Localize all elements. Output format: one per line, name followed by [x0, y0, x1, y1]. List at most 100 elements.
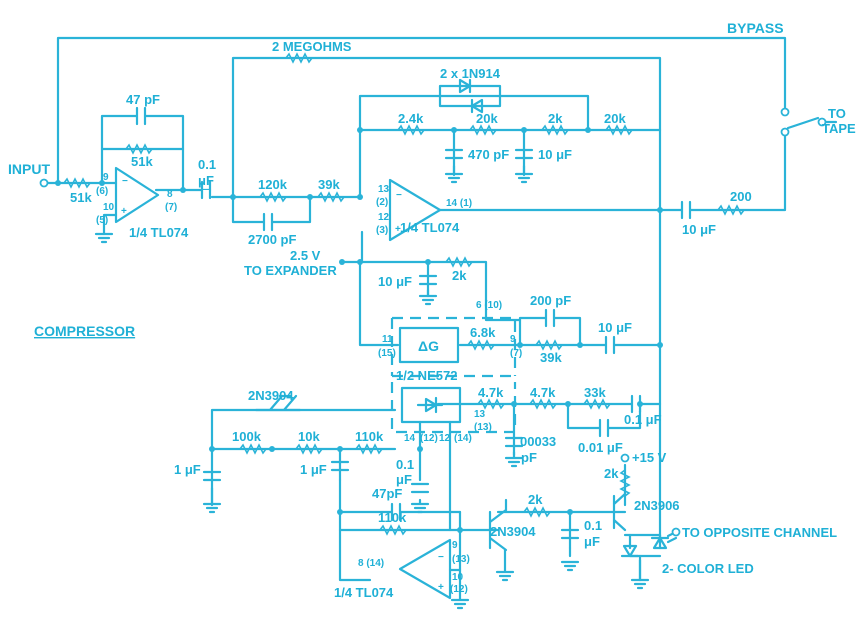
label-470pf: 470 pF	[468, 147, 509, 162]
capacitor-00033pf	[504, 436, 524, 448]
label-15v: +15 V	[632, 450, 667, 465]
resistor-2k-a	[541, 124, 569, 136]
capacitor-0-1uf-c	[410, 482, 430, 494]
label-2n3904-b: 2N3904	[490, 524, 536, 539]
label-bypass: BYPASS	[727, 20, 784, 36]
label-0-1uf-b: 0.1 μF	[624, 412, 662, 427]
pin-label: (6)	[96, 186, 108, 197]
label-ne572: 1/2 NE572	[396, 368, 457, 383]
resistor-4-7k-b	[529, 398, 557, 410]
svg-text:+: +	[438, 582, 444, 593]
label-0-1uf-d-2: μF	[584, 534, 600, 549]
label-2-color-led: 2- COLOR LED	[662, 561, 754, 576]
pin-label: 13	[474, 409, 486, 420]
label-to-tape-2: TAPE	[822, 121, 856, 136]
transistor-2n3906	[612, 492, 627, 532]
pin-numbers: 9 (6) 10 (5) 8 (7) 13 (2) 12 (3) 14 (1) …	[96, 172, 522, 595]
pin-label: 12	[439, 433, 451, 444]
pin-label: (15)	[378, 348, 396, 359]
resistor-110k-a	[355, 443, 383, 455]
label-0-1uf-c-1: 0.1	[396, 457, 414, 472]
ne572-box	[390, 316, 517, 434]
label-110k-a: 110k	[355, 429, 384, 444]
resistor-2-4k	[397, 124, 425, 136]
resistor-51k-fb	[125, 143, 153, 155]
label-110k-b: 110k	[378, 510, 407, 525]
resistor-10k	[295, 443, 323, 455]
label-51k-in: 51k	[70, 190, 92, 205]
label-2n3906: 2N3906	[634, 498, 680, 513]
label-10uf-c: 10 μF	[598, 320, 632, 335]
label-input: INPUT	[8, 161, 50, 177]
op-amp-2: − +	[388, 178, 442, 242]
capacitor-0-1uf-in	[200, 180, 212, 204]
diode-pair	[438, 78, 502, 114]
capacitor-0-1uf-d	[560, 528, 580, 540]
junction-dots	[55, 127, 663, 533]
label-tl074-1: 1/4 TL074	[129, 225, 189, 240]
pin-label: 8 (14)	[358, 558, 384, 569]
label-2-4k: 2.4k	[398, 111, 424, 126]
op-amp-3: − +	[398, 538, 452, 600]
label-00033-1: 00033	[520, 434, 556, 449]
label-0-1uf-c-2: μF	[396, 472, 412, 487]
capacitor-2700pf	[262, 212, 274, 232]
resistor-20k-b	[605, 124, 633, 136]
capacitor-470pf	[444, 148, 464, 160]
capacitors	[135, 106, 692, 540]
pin-label: 11	[382, 334, 393, 345]
capacitor-10uf-out	[680, 200, 692, 220]
pin-label: 10	[103, 202, 115, 213]
label-2k-d: 2k	[528, 492, 543, 507]
label-0-1uf-in-1: 0.1	[198, 157, 216, 172]
pin-label: (13)	[474, 422, 492, 433]
input-terminal	[39, 178, 49, 188]
label-4-7k-a: 4.7k	[478, 385, 504, 400]
label-10uf-a: 10 μF	[538, 147, 572, 162]
transistor-2n3904-b	[488, 498, 508, 552]
pin-label: (5)	[96, 215, 108, 226]
label-10uf-out: 10 μF	[682, 222, 716, 237]
pin-label: (7)	[165, 202, 177, 213]
label-0-01uf: 0.01 μF	[578, 440, 623, 455]
label-2k-c: 2k	[604, 466, 619, 481]
pin-label: 9	[510, 334, 516, 345]
terminal-opposite-channel	[671, 527, 681, 537]
label-20k-b: 20k	[604, 111, 626, 126]
resistor-39k-b	[535, 339, 563, 351]
label-6-8k: 6.8k	[470, 325, 496, 340]
resistor-120k	[259, 191, 287, 203]
resistor-51k-in	[63, 177, 91, 189]
label-diodes: 2 x 1N914	[440, 66, 501, 81]
resistor-20k-a	[469, 124, 497, 136]
pin-label: 9	[103, 172, 109, 183]
bypass-switch	[780, 107, 838, 137]
label-00033-2: pF	[521, 450, 537, 465]
capacitor-1uf-b	[330, 460, 350, 472]
resistor-2k-b	[445, 256, 473, 268]
label-33k: 33k	[584, 385, 606, 400]
resistor-33k	[583, 398, 611, 410]
pin-label: (13)	[452, 554, 470, 565]
two-color-led	[620, 530, 678, 582]
label-200: 200	[730, 189, 752, 204]
capacitor-200pf	[544, 308, 556, 328]
label-200pf: 200 pF	[530, 293, 571, 308]
label-39k-b: 39k	[540, 350, 562, 365]
label-10k: 10k	[298, 429, 320, 444]
label-to-expander: TO EXPANDER	[244, 263, 337, 278]
label-1uf-b: 1 μF	[300, 462, 327, 477]
terminal-15v	[620, 453, 630, 463]
label-0-1uf-in-2: μF	[198, 173, 214, 188]
label-20k-a: 20k	[476, 111, 498, 126]
label-4-7k-b: 4.7k	[530, 385, 556, 400]
label-51k-fb: 51k	[131, 154, 153, 169]
resistor-2k-c	[619, 469, 631, 497]
pin-label: (7)	[510, 348, 522, 359]
pin-label: 9	[452, 540, 458, 551]
wires-top	[46, 36, 787, 544]
resistor-39k-a	[317, 191, 345, 203]
capacitor-47pf-top	[135, 106, 147, 126]
label-2k-b: 2k	[452, 268, 467, 283]
pin-label: 6 (10)	[476, 300, 502, 311]
